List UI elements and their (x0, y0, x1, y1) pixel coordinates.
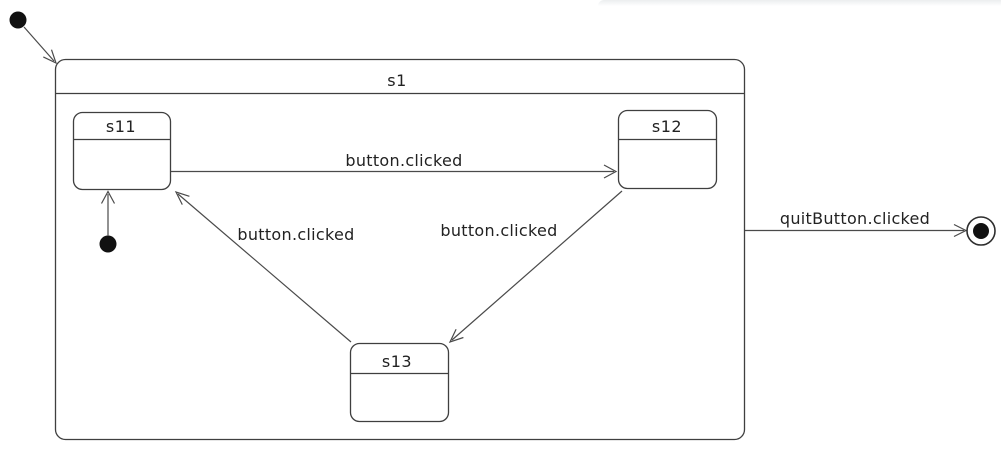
state-s13[interactable]: s13 (349, 342, 450, 423)
final-state-inner-dot (973, 223, 989, 239)
initial-transition-inner[interactable] (99, 190, 117, 253)
transition-s12-s13-label[interactable]: button.clicked (440, 221, 557, 240)
arrowhead-into-s11 (174, 190, 190, 205)
state-s12-label: s12 (652, 117, 682, 136)
arrowhead-into-s1 (43, 49, 58, 65)
initial-transition-outer[interactable] (9, 11, 58, 65)
window-top-edge (598, 0, 1001, 6)
transition-s13-to-s11[interactable]: button.clicked (174, 190, 355, 343)
arrowhead-into-s12 (603, 164, 618, 179)
arrowhead-into-s11-bottom (100, 190, 116, 204)
state-s12-body[interactable] (617, 109, 718, 190)
transition-s12-to-s13[interactable]: button.clicked (440, 190, 623, 344)
state-s1[interactable]: s1 (54, 58, 746, 441)
state-s11-body[interactable] (72, 111, 172, 191)
initial-pseudostate-outer[interactable] (9, 11, 27, 29)
transition-s13-s11-label[interactable]: button.clicked (237, 225, 354, 244)
final-state[interactable] (966, 216, 996, 246)
transition-s1-to-final[interactable]: quitButton.clicked (745, 209, 968, 238)
state-s11[interactable]: s11 (72, 111, 172, 191)
initial-pseudostate-inner[interactable] (99, 235, 117, 253)
transition-s11-to-s12[interactable]: button.clicked (171, 151, 618, 179)
state-s11-label: s11 (106, 117, 136, 136)
state-s13-body[interactable] (349, 342, 450, 423)
transition-s11-s12-label[interactable]: button.clicked (345, 151, 462, 170)
arrowhead-into-s13 (448, 329, 464, 344)
initial-transition-outer-line[interactable] (23, 26, 55, 62)
state-s13-label: s13 (382, 352, 412, 371)
state-s1-label: s1 (387, 71, 407, 90)
transition-s1-final-label[interactable]: quitButton.clicked (780, 209, 930, 228)
transition-s12-s13-line[interactable] (451, 190, 623, 341)
state-s12[interactable]: s12 (617, 109, 718, 190)
transition-s13-s11-line[interactable] (177, 193, 352, 343)
arrowhead-into-final (953, 223, 968, 238)
state-s1-body[interactable] (54, 58, 746, 441)
